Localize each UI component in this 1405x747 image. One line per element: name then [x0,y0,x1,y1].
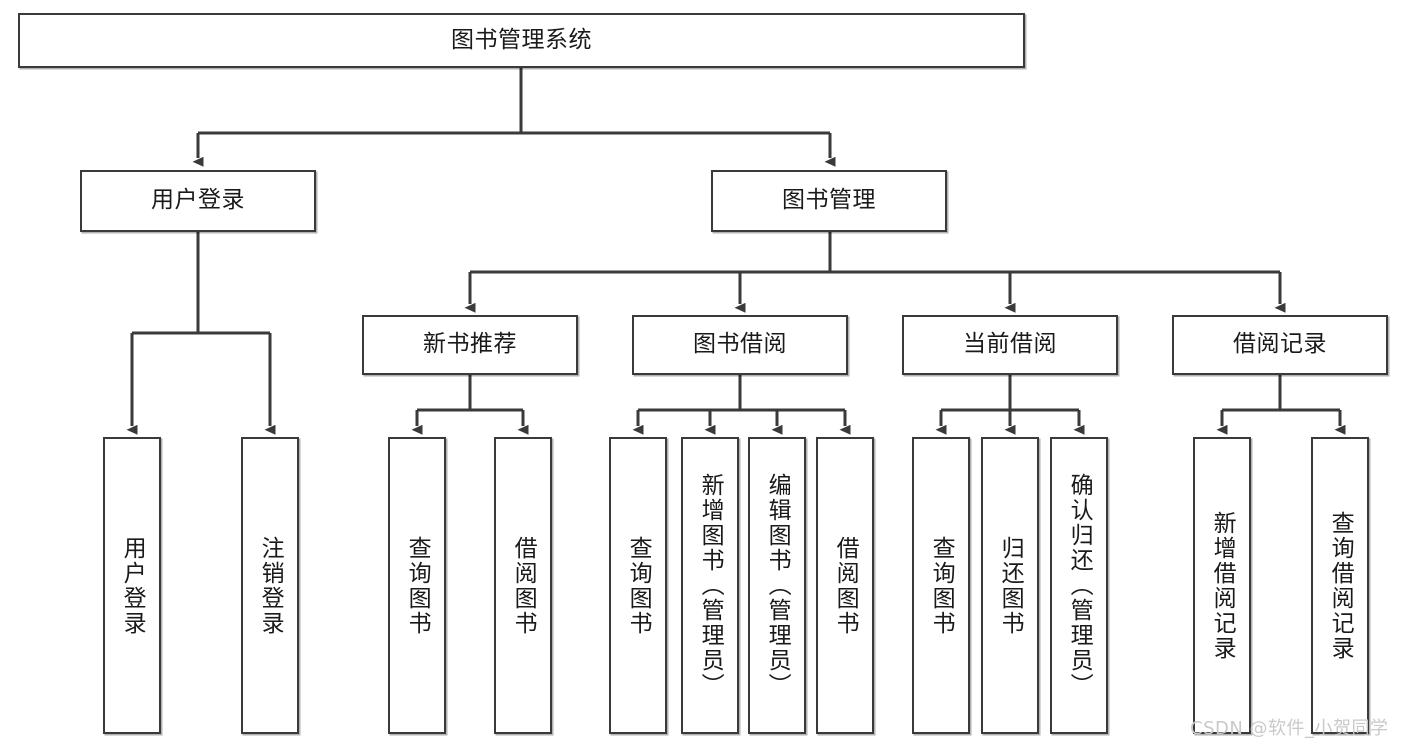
node-label: 查询借阅记录 [1327,510,1354,661]
node-leaf-borrow-book[interactable]: 借阅图书 [816,437,874,734]
node-label: 新书推荐 [423,331,517,358]
node-book-management[interactable]: 图书管理 [711,170,947,232]
node-label: 图书借阅 [693,331,787,358]
node-label: 当前借阅 [963,331,1057,358]
node-label: 注销登录 [257,535,284,636]
node-label: 归还图书 [997,535,1024,636]
node-leaf-edit-book-admin[interactable]: 编辑图书（管理员） [748,437,806,734]
node-label: 查询图书 [625,535,652,636]
node-label: 图书管理 [782,187,876,214]
node-label: 新增借阅记录 [1209,510,1236,661]
node-user-login[interactable]: 用户登录 [80,170,316,232]
node-leaf-borrow-book-recommend[interactable]: 借阅图书 [494,437,552,734]
node-label: 查询图书 [928,535,955,636]
node-root-system[interactable]: 图书管理系统 [18,13,1025,68]
node-leaf-logout[interactable]: 注销登录 [241,437,299,734]
node-label: 借阅图书 [832,535,859,636]
node-label: 图书管理系统 [451,26,592,53]
node-leaf-query-book-borrow[interactable]: 查询图书 [609,437,667,734]
node-book-borrow[interactable]: 图书借阅 [632,315,848,375]
node-leaf-confirm-return-admin[interactable]: 确认归还（管理员） [1050,437,1108,734]
node-label: 查询图书 [404,535,431,636]
node-leaf-query-borrow-record[interactable]: 查询借阅记录 [1311,437,1369,734]
node-label: 用户登录 [151,187,245,214]
node-leaf-add-book-admin[interactable]: 新增图书（管理员） [681,437,739,734]
node-label: 借阅记录 [1233,331,1327,358]
node-label: 借阅图书 [510,535,537,636]
node-label: 编辑图书（管理员） [764,473,791,698]
node-label: 新增图书（管理员） [697,473,724,698]
node-leaf-user-login[interactable]: 用户登录 [103,437,161,734]
node-label: 确认归还（管理员） [1066,473,1093,698]
node-label: 用户登录 [119,535,146,636]
node-leaf-add-borrow-record[interactable]: 新增借阅记录 [1193,437,1251,734]
node-current-borrow[interactable]: 当前借阅 [902,315,1118,375]
node-leaf-query-book-current[interactable]: 查询图书 [912,437,970,734]
node-leaf-query-book-recommend[interactable]: 查询图书 [388,437,446,734]
node-new-book-recommend[interactable]: 新书推荐 [362,315,578,375]
node-leaf-return-book[interactable]: 归还图书 [981,437,1039,734]
node-borrow-record[interactable]: 借阅记录 [1172,315,1388,375]
